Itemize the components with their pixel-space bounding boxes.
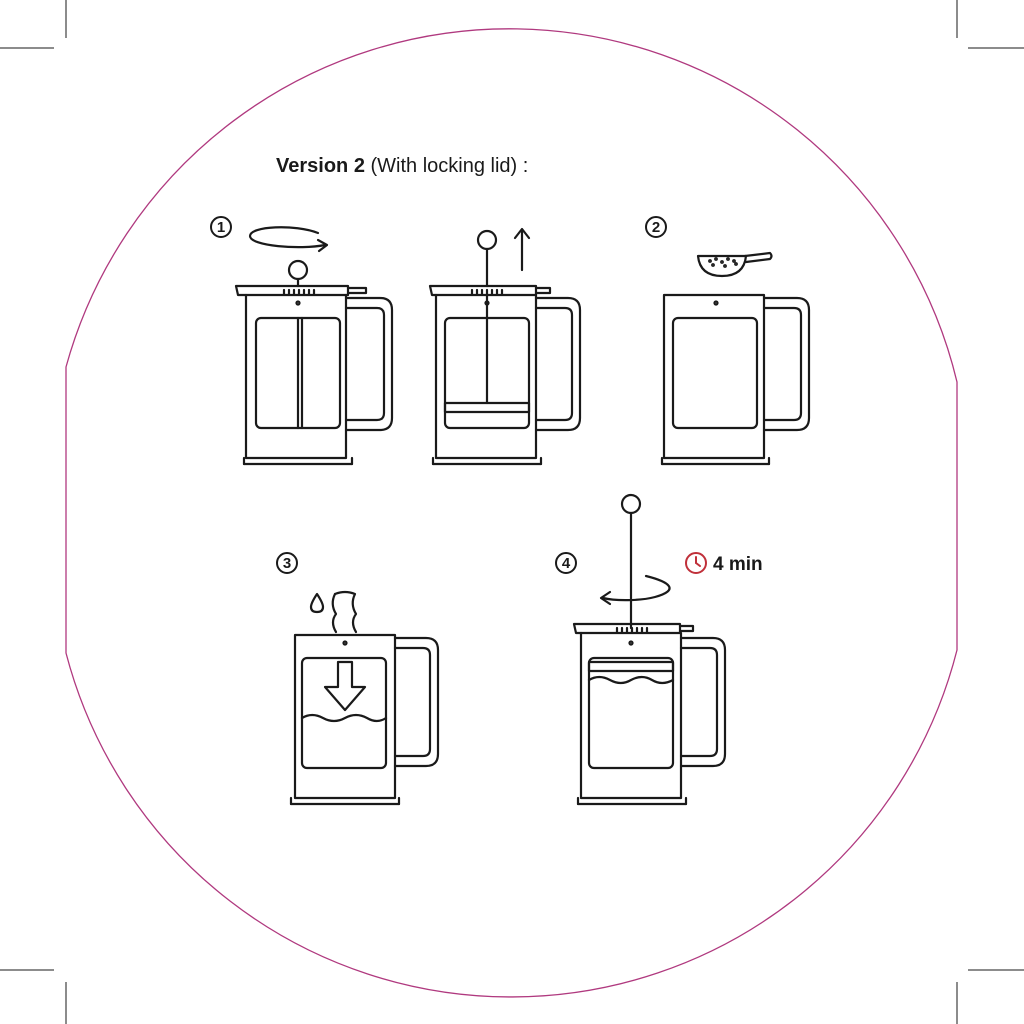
circular-border [65, 28, 958, 998]
water-drop-icon [309, 592, 325, 614]
title-version: Version 2 [276, 155, 365, 177]
press-lid-rotate [234, 226, 394, 466]
coffee-scoop-icon [696, 251, 773, 278]
step-number-4: 4 [555, 552, 577, 574]
press-steep [572, 493, 727, 806]
water-stream-icon [333, 590, 358, 634]
step-number-2: 2 [645, 216, 667, 238]
page-title: Version 2 (With locking lid) : [276, 155, 528, 178]
pour-arrow-icon [323, 660, 367, 712]
rotate-arrow-icon [248, 226, 327, 249]
press-lift-plunger [428, 227, 582, 466]
clock-icon [685, 552, 707, 574]
knob-icon [476, 229, 498, 251]
press-add-coffee [660, 251, 811, 466]
press-pour-water [289, 590, 440, 806]
step-number-1: 1 [210, 216, 232, 238]
timer-label: 4 min [713, 554, 763, 575]
knob-icon [287, 259, 309, 281]
rotate-arrow-icon [601, 574, 671, 602]
step-number-3: 3 [276, 552, 298, 574]
knob-icon [620, 493, 642, 515]
title-subtitle: (With locking lid) : [364, 155, 529, 177]
